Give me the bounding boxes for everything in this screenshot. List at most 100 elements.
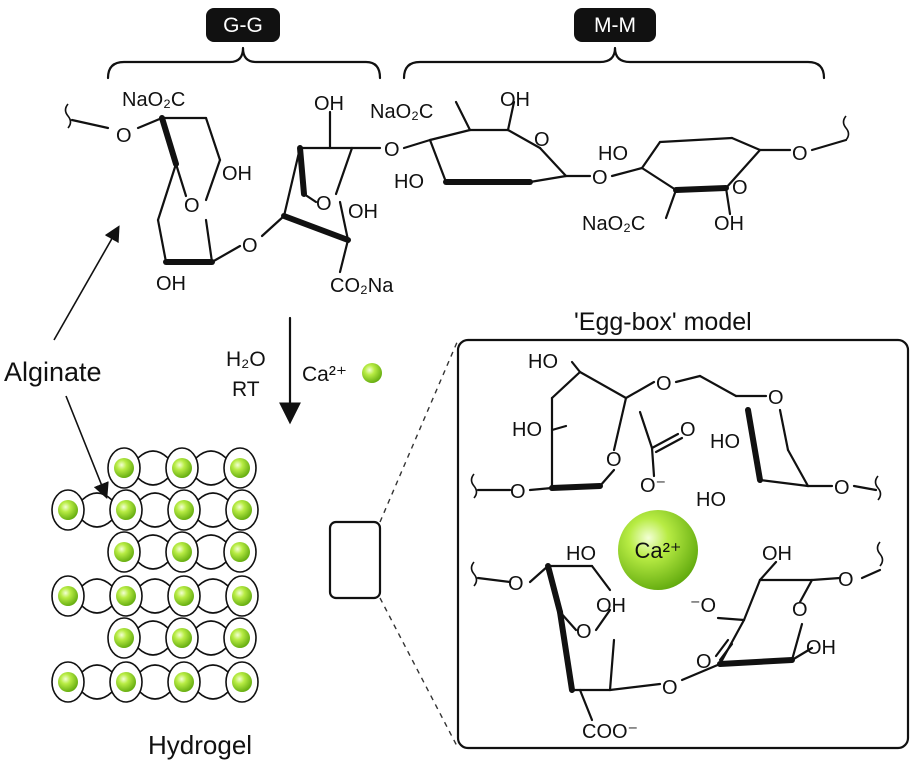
hydrogel-chain-link [195,534,227,570]
hydrogel-ca-ion [232,500,252,520]
hydrogel-junction [51,575,85,617]
hydrogel-chain-link [137,620,169,656]
hydrogel-junction [225,575,259,617]
eggbox-o-2: O [768,387,784,409]
hydrogel-chain-link [81,492,113,528]
hydrogel-chain-link [139,664,171,700]
central-ca-ion [618,510,698,590]
hydrogel-junction [223,447,257,489]
hydrogel-chain-link [197,492,229,528]
mm-badge-label: M-M [594,14,636,37]
ca-reagent-label: Ca²⁺ [302,363,347,386]
hydrogel-ca-ion [230,458,250,478]
eggbox-o-minus-top: O⁻ [640,475,666,497]
gg-badge-label: G-G [223,14,263,37]
hydrogel-junction [167,489,201,531]
nao2c-left-label: NaO₂C [122,89,185,111]
o-ring-3-label: O [534,129,550,151]
ho-b-label: HO [598,143,628,165]
alginate-label: Alginate [4,357,102,387]
eggbox-o-minus-mid: ⁻O [690,595,716,617]
h2o-label: H₂O [226,348,266,371]
eggbox-o-9: O [792,599,808,621]
hydrogel-junction [107,531,141,573]
hydrogel-junction [167,575,201,617]
eggbox-oh-3: OH [806,637,836,659]
eggbox-o-12: O [576,621,592,643]
o-link-3-label: O [592,167,608,189]
o-link-1-label: O [242,235,258,257]
eggbox-o-4: O [510,481,526,503]
eggbox-o-7: O [508,573,524,595]
hydrogel-junction [167,661,201,703]
hydrogel-chain-link [197,664,229,700]
hydrogel-ca-ion [174,672,194,692]
eggbox-o-6: O [606,449,622,471]
hydrogel-ca-ion [58,586,78,606]
eggbox-o-10: O [696,651,712,673]
o-ring-4-label: O [732,177,748,199]
hydrogel-ca-ion [114,542,134,562]
o-ring-1-label: O [184,195,200,217]
hydrogel-junction [107,617,141,659]
hydrogel-junction [225,661,259,703]
hydrogel-chain-link [81,664,113,700]
hydrogel-junction [165,531,199,573]
oh-f-label: OH [714,213,744,235]
alginate-structure: NaO₂C O OH O OH O OH O OH CO₂Na O NaO₂C … [64,89,850,297]
hydrogel-ca-ion [116,586,136,606]
hydrogel-junction [225,489,259,531]
hydrogel-chain-link [137,450,169,486]
eggbox-o-3: O [680,419,696,441]
hydrogel-ca-ion [116,500,136,520]
hydrogel-ca-ion [58,672,78,692]
gg-brace [106,46,382,80]
eggbox-ho-5: HO [566,543,596,565]
rt-label: RT [232,378,260,401]
o-ring-2-label: O [316,193,332,215]
o-link-4-label: O [792,143,808,165]
hydrogel-ca-ion [232,586,252,606]
hydrogel-chain-link [139,578,171,614]
nao2c-mid-label: NaO₂C [370,101,433,123]
hydrogel-junction [51,661,85,703]
hydrogel-network [51,447,259,703]
hydrogel-ca-ion [172,458,192,478]
hydrogel-junction [223,617,257,659]
mm-badge: M-M [574,8,656,42]
gg-badge: G-G [206,8,280,42]
eggbox-structure: HO O O HO O O⁻ HO O HO O O [470,351,884,743]
eggbox-ho-4: HO [696,489,726,511]
hydrogel-chain-link [197,578,229,614]
eggbox-title: 'Egg-box' model [574,308,752,336]
eggbox-coo: COO⁻ [582,721,638,743]
oh-d-label: OH [348,201,378,223]
alginate-pointers [53,225,120,499]
eggbox-oh-1: OH [596,595,626,617]
mm-brace [402,46,826,80]
zoom-guide-top [379,339,459,523]
hydrogel-junction [107,447,141,489]
hydrogel-chain-link [195,450,227,486]
eggbox-o-11: O [662,677,678,699]
hydrogel-junction [109,575,143,617]
hydrogel-junction [109,661,143,703]
hydrogel-chain-link [195,620,227,656]
hydrogel-ca-ion [174,586,194,606]
eggbox-o-5: O [834,477,850,499]
oh-bottom-label: OH [156,273,186,295]
eggbox-oh-2: OH [762,543,792,565]
hydrogel-chain-link [139,492,171,528]
ca-reagent-ion [362,363,382,383]
hydrogel-chain-link [81,578,113,614]
oh-c-label: OH [314,93,344,115]
hydrogel-ca-ion [114,458,134,478]
zoom-guide-bottom [379,597,459,749]
hydrogel-junction [223,531,257,573]
eggbox-ho-1: HO [528,351,558,373]
oh-e-label: OH [500,89,530,111]
hydrogel-ca-ion [172,542,192,562]
hydrogel-label: Hydrogel [148,730,252,760]
hydrogel-ca-ion [230,542,250,562]
eggbox-panel [456,338,910,750]
